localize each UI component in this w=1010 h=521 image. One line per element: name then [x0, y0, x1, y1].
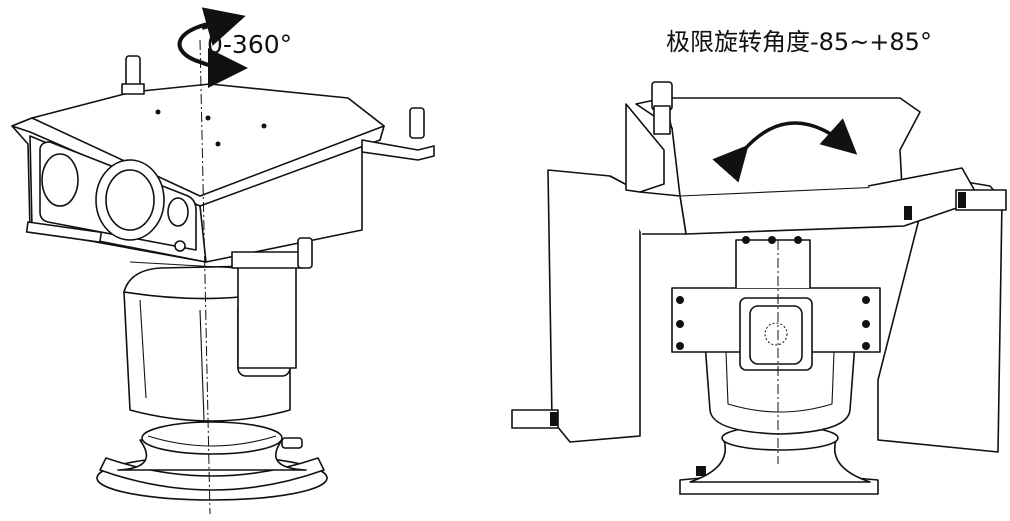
left-pan-body: [123, 265, 297, 422]
right-camera-drawing: [511, 81, 1007, 495]
pan-rotation-label: 0-360°: [207, 30, 293, 59]
tilt-rotation-label: 极限旋转角度-85~+85°: [666, 28, 932, 56]
left-camera-drawing: [11, 7, 435, 515]
pan-axis-line: [199, 39, 211, 515]
left-connectors: [129, 237, 313, 269]
left-camera-housing: [11, 83, 385, 263]
right-tilted-housing-left: [511, 103, 687, 443]
right-pan-body: [671, 236, 881, 435]
left-antennas: [121, 55, 435, 161]
pan-rotation-arrow: [177, 18, 248, 88]
tilt-rotation-arrow: [712, 118, 858, 183]
pan-rotation-arrow-head: [201, 7, 246, 46]
right-tilted-housing-right: [867, 167, 1007, 453]
left-base: [96, 421, 328, 501]
right-base: [679, 425, 879, 495]
